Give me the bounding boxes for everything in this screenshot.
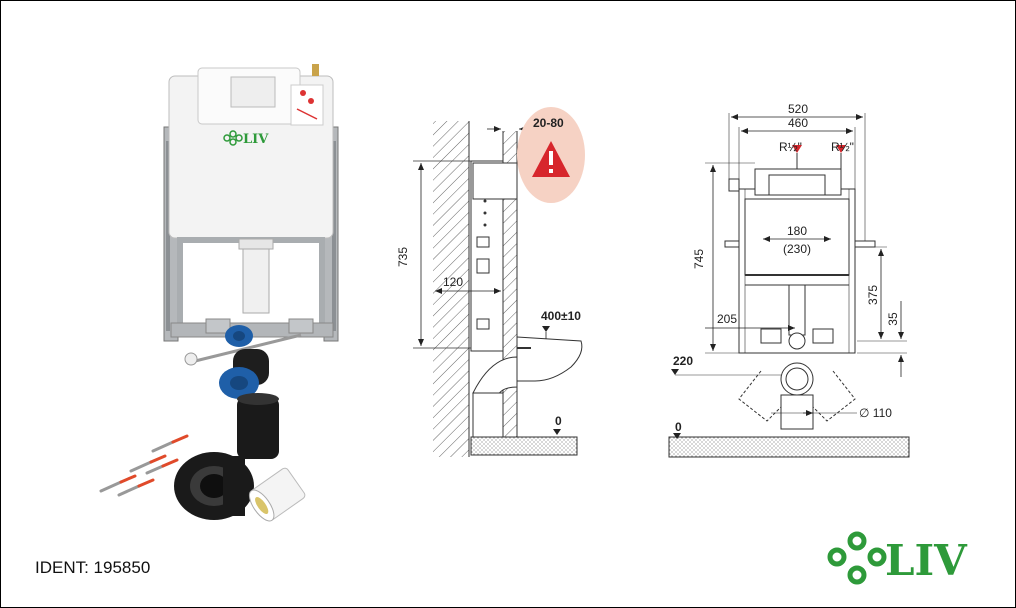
warning-depth-label: 20-80 (533, 116, 564, 130)
side-view-drawing: 735 120 20-80 400±10 0 (396, 107, 585, 457)
front-width-outer-label: 520 (788, 102, 808, 116)
side-height-label: 735 (396, 247, 410, 267)
product-logo-text: LIV (243, 132, 269, 147)
drain-height-label: 220 (673, 354, 693, 368)
brand-logo-icon (827, 531, 887, 585)
right-small-label: 35 (886, 312, 900, 326)
side-floor-label: 0 (555, 414, 562, 428)
warning-badge: 20-80 (517, 107, 585, 203)
front-height-label: 745 (692, 249, 706, 269)
front-floor-label: 0 (675, 420, 682, 434)
pipe-spacing-label: 180 (787, 224, 807, 238)
product-logo: LIV (223, 130, 269, 147)
pipe-spacing-alt-label: (230) (783, 242, 811, 256)
brand-logo-text: LIV (885, 536, 968, 585)
product-photo: LIV (99, 64, 339, 522)
right-height-label: 375 (866, 285, 880, 305)
connection-left-label: R½" (779, 140, 802, 154)
connection-right-label: R½" (831, 140, 854, 154)
pipe-diameter-label: ∅ 110 (859, 406, 892, 420)
ident-label: IDENT: 195850 (35, 558, 151, 577)
brand-logo: LIV (827, 531, 968, 585)
front-view-drawing: R½" R½" 520 460 745 180 (230) 375 35 205… (668, 102, 910, 458)
side-depth-label: 120 (443, 275, 463, 289)
side-seat-label: 400±10 (541, 309, 581, 323)
front-width-inner-label: 460 (788, 116, 808, 130)
left-offset-label: 205 (717, 312, 737, 326)
